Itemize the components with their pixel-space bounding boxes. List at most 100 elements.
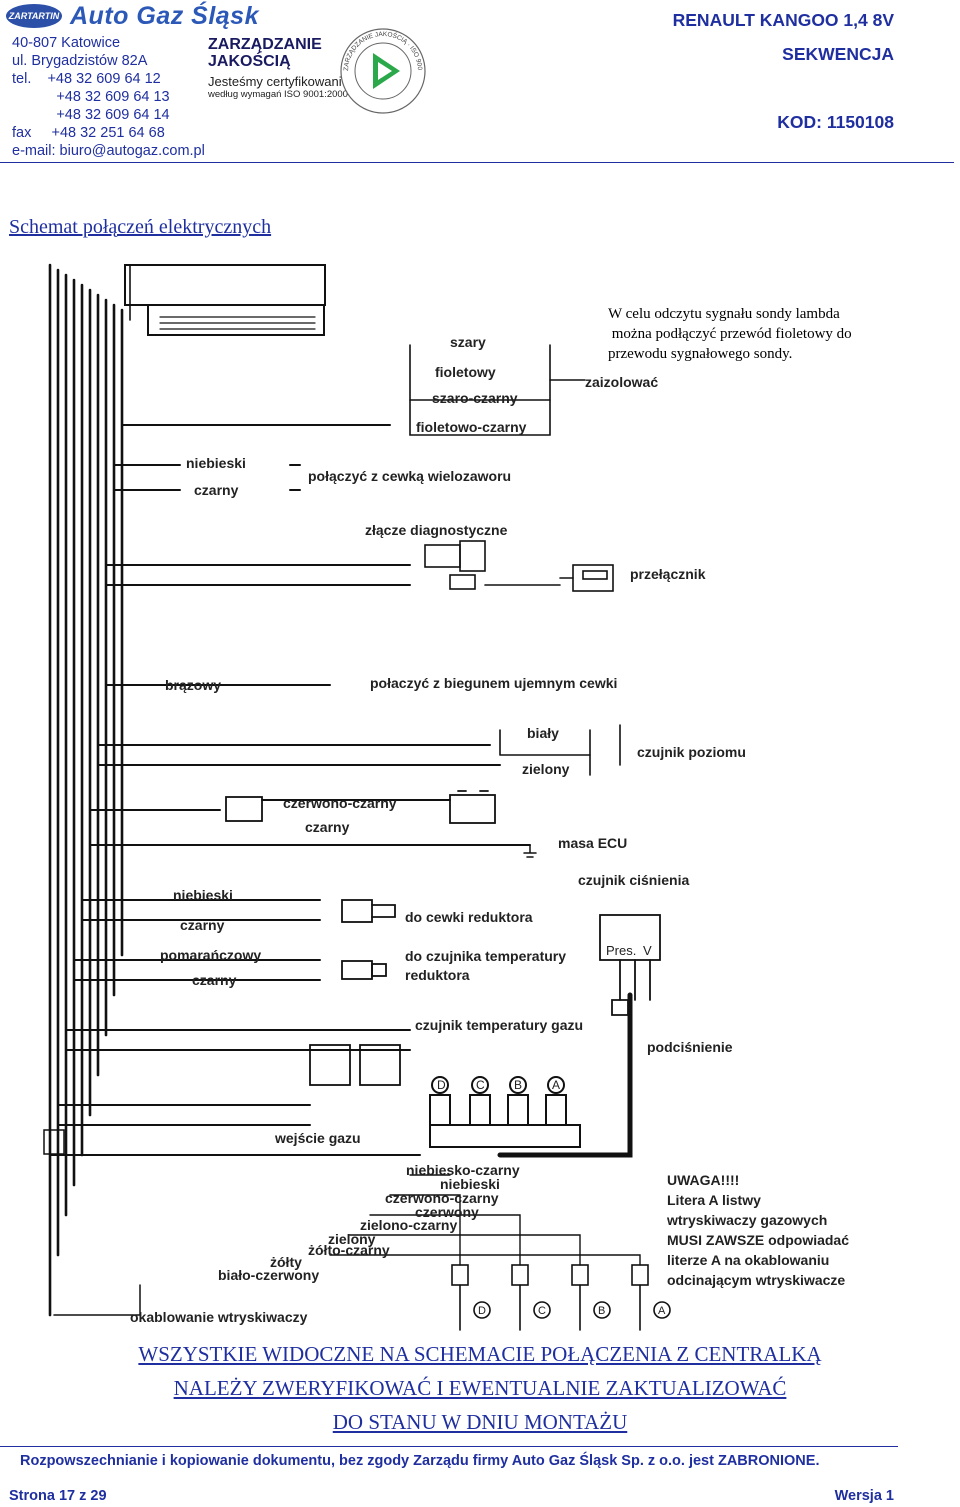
company-name: Auto Gaz Śląsk [70, 2, 259, 30]
label-brazowy: brązowy [165, 677, 221, 693]
iso-seal-icon: ZARZĄDZANIE JAKOŚCIĄ · ISO 9001:2000 [338, 26, 426, 114]
rail-letter: D [437, 1078, 446, 1092]
label-v: V [643, 943, 652, 958]
label-wire: niebiesko-czarny [406, 1162, 520, 1178]
header-divider [0, 162, 954, 163]
label-wire: czerwony [415, 1204, 479, 1220]
label-wire: zielono-czarny [360, 1217, 457, 1233]
banner-line: DO STANU W DNIU MONTAŻU [332, 1410, 628, 1434]
warning-line: UWAGA!!!! [667, 1172, 739, 1188]
warning-line: Litera A listwy [667, 1192, 761, 1208]
banner-line: WSZYSTKIE WIDOCZNE NA SCHEMACIE POŁĄCZEN… [138, 1342, 822, 1366]
injector-plugs [451, 1264, 671, 1331]
ecu-connector-icon [124, 264, 326, 336]
label-przelacznik: przełącznik [630, 566, 706, 582]
note-line: przewodu sygnałowego sondy. [608, 346, 793, 362]
rail-letter: A [552, 1078, 560, 1092]
main-harness [48, 263, 124, 1317]
label-wire: zielony [328, 1231, 376, 1247]
label-cewka-wielozaworu: połączyć z cewką wielozaworu [308, 468, 511, 484]
warning-line: wtryskiwaczy gazowych [666, 1212, 827, 1228]
wiring-diagram: szary fioletowy zaizolować szaro-czarny … [43, 263, 849, 1331]
switch-icon [559, 564, 614, 592]
injector-letter: D [478, 1305, 486, 1317]
page-number: Strona 17 z 29 [9, 1488, 107, 1504]
logo-badge: ZARTARTIN [6, 4, 62, 28]
label-temp-reduktora: do czujnika temperatury [405, 948, 566, 964]
label-czarny-4: czarny [192, 972, 237, 988]
label-wejscie-gazu: wejście gazu [274, 1130, 361, 1146]
label-czerwono-czarny: czerwono-czarny [283, 795, 397, 811]
rail-letter: C [476, 1078, 485, 1092]
label-czarny: czarny [194, 482, 239, 498]
label-podcisnienie: podciśnienie [647, 1039, 733, 1055]
fax-line: fax +48 32 251 64 68 [12, 125, 165, 141]
label-bialy: biały [527, 725, 559, 741]
label-czujnik-poziomu: czujnik poziomu [637, 744, 746, 760]
quality-certificate: ZARZĄDZANIE JAKOŚCIĄ Jesteśmy certyfikow… [208, 36, 348, 100]
injector-rail-icon [429, 1076, 581, 1148]
label-wire: niebieski [440, 1176, 500, 1192]
product-code: KOD: 1150108 [777, 112, 894, 132]
address-line: ul. Brygadzistów 82A [12, 53, 148, 69]
label-temp-reduktora-2: reduktora [405, 967, 470, 983]
label-czujnik-cisnienia: czujnik ciśnienia [578, 872, 689, 888]
vehicle-model: RENAULT KANGOO 1,4 8V [672, 10, 894, 30]
battery-icon [449, 790, 496, 824]
label-wire: żółto-czarny [308, 1242, 390, 1258]
ground-icon [523, 844, 537, 858]
vacuum-hose [497, 992, 633, 1158]
copyright-notice: Rozpowszechnianie i kopiowanie dokumentu… [20, 1453, 820, 1469]
label-wire: żółty [270, 1254, 302, 1270]
note-line: można podłączyć przewód fioletowy do [608, 326, 852, 342]
email-line[interactable]: e-mail: biuro@autogaz.com.pl [12, 143, 205, 159]
cert-title: ZARZĄDZANIE JAKOŚCIĄ [208, 36, 322, 70]
label-biegun: połaczyć z biegunem ujemnym cewki [370, 675, 617, 691]
label-zaizolowac: zaizolować [585, 374, 658, 390]
cert-standard: według wymagań ISO 9001:2000 [208, 89, 348, 100]
phone-line: +48 32 609 64 13 [12, 89, 170, 105]
rail-letter: B [514, 1078, 522, 1092]
gas-temp-connector-icon [309, 1044, 401, 1086]
label-szaro-czarny: szaro-czarny [432, 390, 518, 406]
injector-letter: A [658, 1305, 666, 1317]
warning-line: MUSI ZAWSZE odpowiadać [667, 1232, 849, 1248]
injector-letter: C [538, 1305, 546, 1317]
banner-line: NALEŻY ZWERYFIKOWAĆ I EWENTUALNIE ZAKTUA… [173, 1376, 787, 1400]
rail-warning: UWAGA!!!! Litera A listwy wtryskiwaczy g… [666, 1172, 849, 1288]
label-zlacze-diagnostyczne: złącze diagnostyczne [365, 522, 508, 538]
lambda-note: W celu odczytu sygnału sondy lambda możn… [608, 304, 852, 364]
label-wire: biało-czerwony [218, 1267, 319, 1283]
label-niebieski-2: niebieski [173, 887, 233, 903]
reducer-temp-plug-icon [341, 960, 387, 980]
label-czujnik-temp-gazu: czujnik temperatury gazu [415, 1017, 583, 1033]
warning-line: odcinającym wtryskiwacze [667, 1272, 845, 1288]
label-fioletowo-czarny: fioletowo-czarny [416, 419, 527, 435]
label-pres: Pres. [606, 943, 636, 958]
label-pomaranczowy: pomarańczowy [160, 947, 261, 963]
warning-line: literze A na okablowaniu [667, 1252, 829, 1268]
label-niebieski: niebieski [186, 455, 246, 471]
harness-connector-icon [43, 1129, 65, 1155]
phone-line: +48 32 609 64 14 [12, 107, 170, 123]
reducer-coil-plug-icon [341, 899, 396, 923]
label-fioletowy: fioletowy [435, 364, 496, 380]
note-line: W celu odczytu sygnału sondy lambda [608, 306, 840, 322]
label-cewki-reduktora: do cewki reduktora [405, 909, 533, 925]
fuse-holder-icon [225, 796, 263, 822]
label-czarny-2: czarny [305, 819, 350, 835]
diagnostic-connector-icon [424, 540, 561, 590]
label-czarny-3: czarny [180, 917, 225, 933]
label-okablowanie: okablowanie wtryskiwaczy [130, 1309, 308, 1325]
label-masa-ecu: masa ECU [558, 835, 627, 851]
section-title: Schemat połączeń elektrycznych [9, 216, 272, 238]
phone-line: tel. +48 32 609 64 12 [12, 71, 161, 87]
label-wire: czerwono-czarny [385, 1190, 499, 1206]
address-line: 40-807 Katowice [12, 35, 121, 51]
cert-subtitle: Jesteśmy certyfikowani [208, 74, 342, 89]
document-version: Wersja 1 [834, 1488, 894, 1504]
label-zielony: zielony [522, 761, 570, 777]
injector-letter: B [598, 1305, 605, 1317]
label-szary: szary [450, 334, 486, 350]
company-logo: ZARTARTIN Auto Gaz Śląsk [6, 2, 296, 30]
